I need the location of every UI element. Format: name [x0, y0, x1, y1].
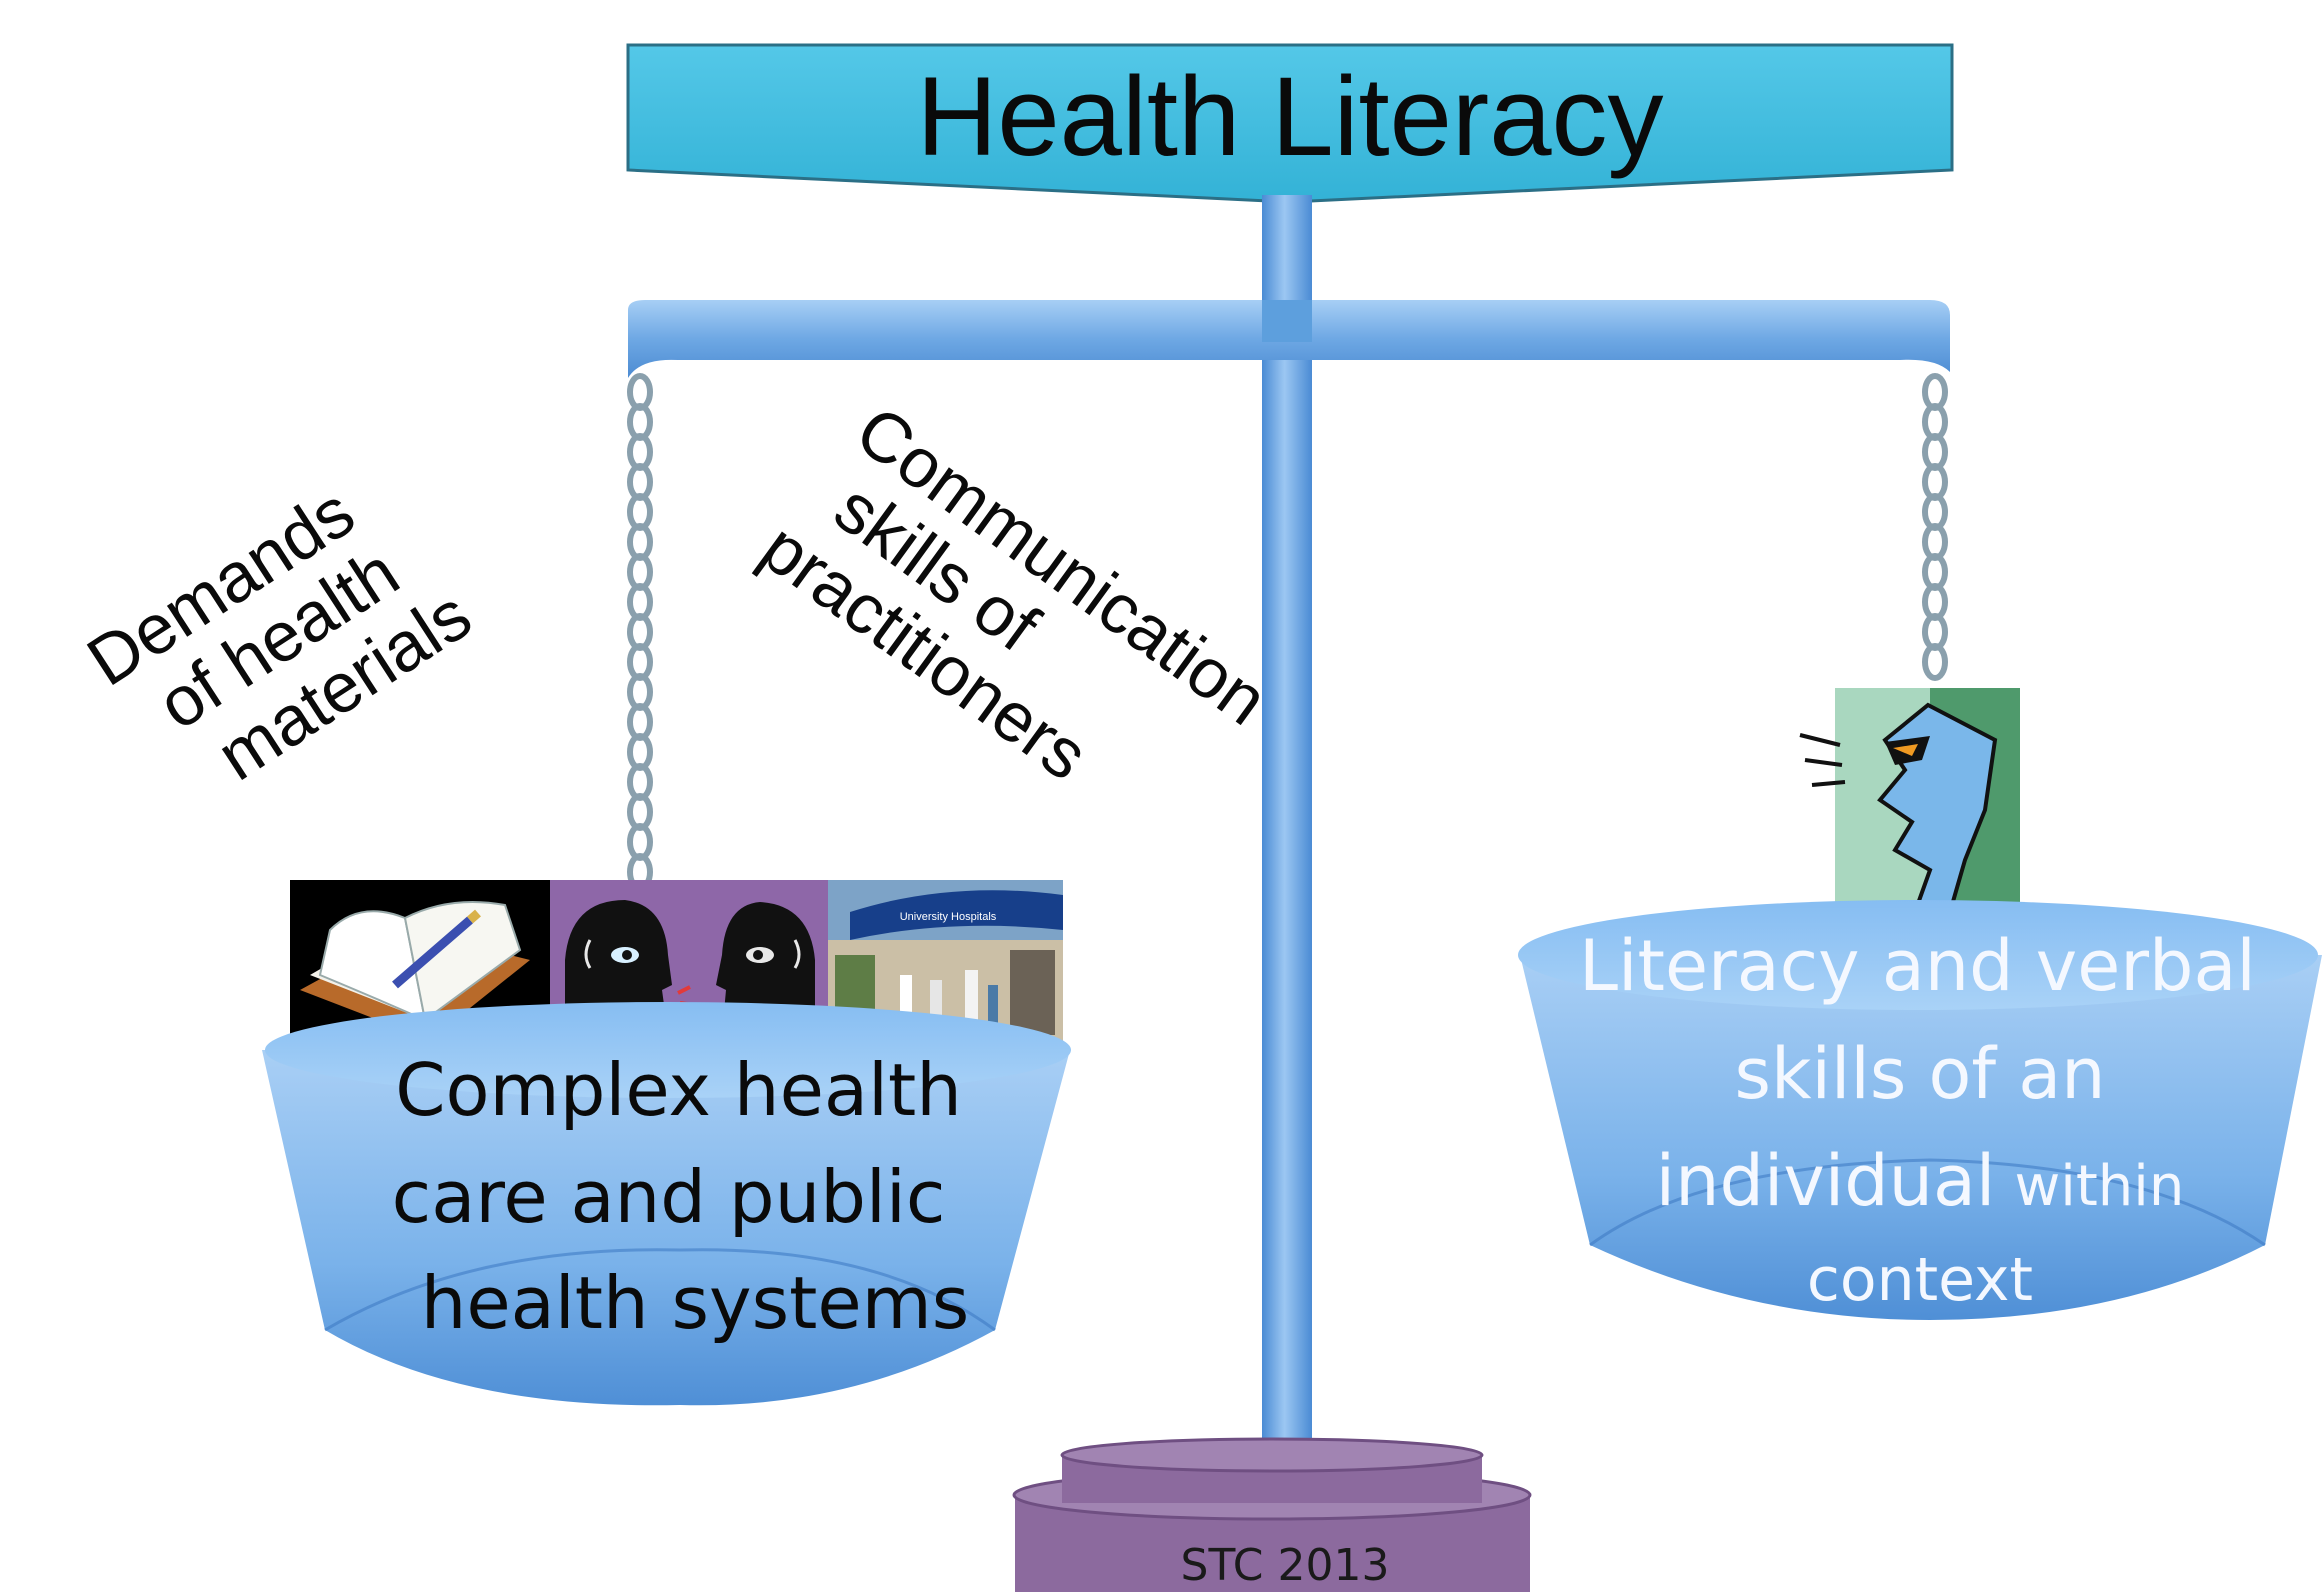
right-bowl-text: Literacy and verbal skills of an — [1579, 925, 2261, 1115]
left-chain — [627, 373, 653, 891]
left-bowl: Complex health care and public health sy… — [262, 1002, 1071, 1406]
footer-label: STC 2013 — [1181, 1540, 1390, 1591]
left-bowl-text: Complex health care and public health sy… — [392, 1048, 985, 1345]
book-pen-icon — [290, 880, 550, 1050]
hospital-sign-text: University Hospitals — [900, 911, 997, 923]
right-bowl-line-3: individual within — [1656, 1140, 2185, 1222]
left-images: University Hospitals — [290, 880, 1063, 1050]
left-bowl-line-1: Complex health — [395, 1048, 962, 1132]
right-bowl-line-4: context — [1807, 1245, 2033, 1315]
left-bowl-line-2: care and public — [392, 1155, 946, 1239]
communication-label: Communication skills of practitioners — [748, 386, 1297, 872]
thinking-face-icon — [1799, 688, 2020, 914]
right-bowl-line-1: Literacy and verbal — [1579, 925, 2256, 1007]
right-bowl: Literacy and verbal skills of an individ… — [1518, 900, 2322, 1320]
scale-beam — [628, 300, 1950, 378]
scale-base: STC 2013 — [1012, 1437, 1532, 1592]
left-bowl-line-3: health systems — [421, 1261, 970, 1345]
scale-post — [1262, 195, 1312, 1475]
right-bowl-individual: individual — [1656, 1140, 1996, 1222]
right-chain — [1922, 373, 1948, 681]
right-bowl-within: within — [2014, 1154, 2184, 1219]
title-banner: Health Literacy — [626, 43, 1954, 204]
right-bowl-line-2: skills of an — [1734, 1033, 2105, 1115]
diagram-title: Health Literacy — [916, 54, 1663, 179]
demands-label: Demands of health materials — [74, 449, 485, 826]
